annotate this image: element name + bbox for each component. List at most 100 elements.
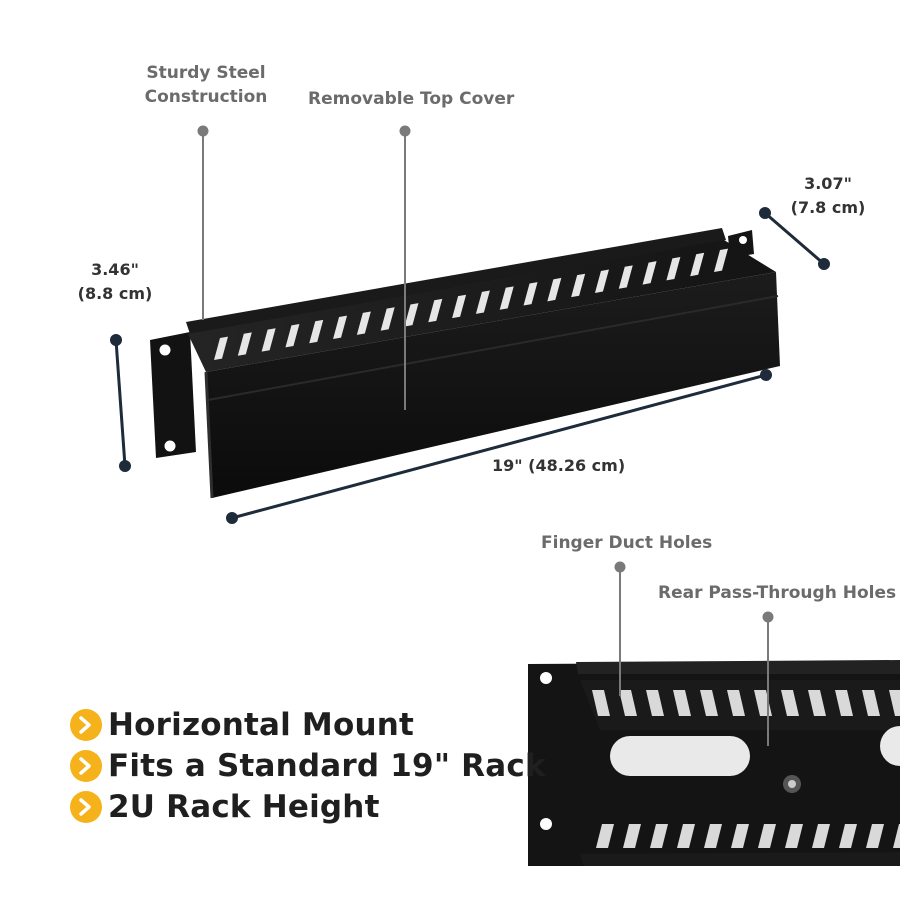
left-ear-hole-top: [159, 344, 171, 356]
rear-pass-pointer-dot: [762, 611, 774, 623]
front-panel-edge: [204, 371, 214, 499]
closeup-bottom-slot: [596, 824, 614, 848]
feature-label: 2U Rack Height: [108, 789, 380, 825]
finger-slot: [714, 248, 728, 272]
steel-pointer-dot: [197, 125, 209, 137]
closeup-bottom-slot: [731, 824, 749, 848]
closeup-top-slot: [673, 690, 691, 716]
front-panel: [206, 272, 780, 498]
width-dim-end-left: [226, 512, 238, 524]
closeup-bottom-slot: [839, 824, 857, 848]
finger-slots: [214, 248, 728, 360]
right-ear-hole: [739, 236, 747, 244]
depth-cm: (7.8 cm): [790, 198, 866, 217]
finger-slot: [690, 252, 705, 277]
front-panel-ridge: [207, 295, 779, 401]
callout-pointers-bottom: [614, 561, 774, 746]
closeup-bottom-slot: [893, 824, 900, 848]
closeup-bottom-slot: [623, 824, 641, 848]
closeup-screw-center: [788, 780, 796, 788]
steel-construction-callout: Sturdy Steel Construction: [143, 61, 269, 109]
feature-label: Horizontal Mount: [108, 707, 415, 743]
feature-horizontal-mount: Horizontal Mount: [70, 705, 414, 745]
callout-pointers-top: [197, 125, 411, 410]
closeup-bottom-slot: [785, 824, 803, 848]
closeup-top-slot: [727, 690, 745, 716]
feature-fits-standard-rack: Fits a Standard 19" Rack: [70, 746, 546, 786]
finger-slot: [428, 298, 443, 323]
top-lip: [186, 228, 726, 334]
closeup-bottom-slots: [596, 824, 900, 848]
left-ear-hole-bottom: [164, 440, 176, 452]
closeup-top-slot: [592, 690, 610, 716]
finger-slot: [309, 319, 324, 344]
rear-pass-through-hole-left: [610, 736, 750, 776]
height-dimension-line: [114, 339, 127, 467]
dimension-lines: [110, 207, 830, 524]
closeup-bottom-plate: [580, 852, 900, 866]
finger-slot: [380, 307, 395, 331]
closeup-top-slot: [700, 690, 718, 716]
cable-manager-closeup: [528, 660, 900, 866]
closeup-top-slot: [781, 690, 799, 716]
closeup-ear-hole-top: [540, 672, 552, 684]
feature-label: Fits a Standard 19" Rack: [108, 748, 546, 784]
width-dim-end-right: [760, 369, 772, 381]
closeup-top-slot: [889, 690, 900, 716]
closeup-bottom-slot: [650, 824, 668, 848]
feature-2u-rack-height: 2U Rack Height: [70, 787, 380, 827]
finger-slot: [452, 294, 467, 319]
depth-dimension-line: [764, 211, 825, 266]
closeup-top-slot: [808, 690, 826, 716]
steel-callout-line1: Sturdy Steel: [146, 63, 266, 83]
depth-dimension-label: 3.07" (7.8 cm): [786, 172, 870, 220]
finger-slot: [499, 286, 514, 310]
arrow-right-icon: [70, 709, 102, 741]
top-cover-pointer-dot: [399, 125, 411, 137]
finger-slot: [571, 273, 586, 298]
finger-slot: [594, 269, 609, 293]
top-cover-callout: Removable Top Cover: [308, 89, 515, 109]
closeup-top-slot: [835, 690, 853, 716]
closeup-bottom-slot: [677, 824, 695, 848]
steel-callout-line2: Construction: [144, 87, 268, 107]
closeup-bottom-slot: [866, 824, 884, 848]
height-cm: (8.8 cm): [77, 284, 153, 303]
depth-inches: 3.07": [804, 174, 852, 193]
cable-manager-main: [150, 228, 780, 499]
width-dimension-line: [231, 373, 767, 520]
finger-slot: [285, 324, 300, 348]
depth-dim-end-top: [759, 207, 771, 219]
finger-slot: [214, 336, 228, 360]
left-mounting-ear: [150, 332, 196, 458]
rear-pass-through-hole-right: [880, 726, 900, 766]
arrow-right-icon: [70, 791, 102, 823]
arrow-right-icon: [70, 750, 102, 782]
closeup-top-slots: [592, 690, 900, 716]
depth-dim-end-bottom: [818, 258, 830, 270]
height-dim-end-bottom: [119, 460, 131, 472]
closeup-top-slot: [646, 690, 664, 716]
rear-pass-through-callout: Rear Pass-Through Holes: [658, 583, 897, 603]
closeup-top-slot: [862, 690, 880, 716]
finger-duct-pointer-dot: [614, 561, 626, 573]
finger-slot: [356, 311, 371, 335]
finger-slot: [618, 265, 633, 289]
finger-slot: [547, 277, 562, 302]
height-dimension-label: 3.46" (8.8 cm): [72, 258, 158, 306]
finger-slot: [523, 282, 538, 306]
finger-slot: [404, 303, 419, 327]
finger-slot: [261, 328, 276, 352]
finger-slot: [237, 332, 252, 356]
width-dimension-label: 19" (48.26 cm): [492, 456, 626, 475]
closeup-ear-hole-bottom: [540, 818, 552, 830]
closeup-bottom-slot: [704, 824, 722, 848]
finger-slot: [333, 315, 348, 340]
height-inches: 3.46": [91, 260, 139, 279]
closeup-top-slot: [619, 690, 637, 716]
finger-slot: [666, 256, 681, 281]
closeup-top-lip: [576, 660, 900, 674]
closeup-bottom-slot: [812, 824, 830, 848]
finger-slot: [642, 261, 657, 285]
